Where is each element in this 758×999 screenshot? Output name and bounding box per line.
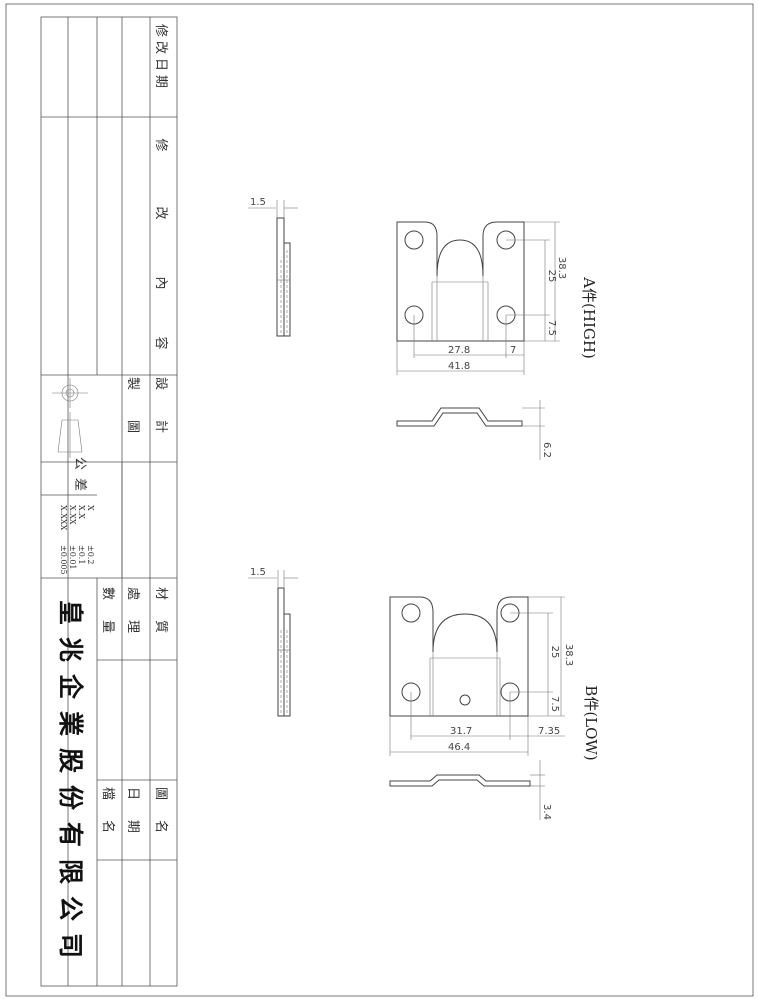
dim-thickness: 1.5 [250, 567, 266, 578]
hole-icon [401, 603, 421, 623]
part-b-side-view [277, 587, 291, 717]
tolerance-precision: X.X [77, 505, 86, 519]
dim-edge-offset: 7 [510, 345, 516, 356]
revision-content-char-3: 內 [153, 276, 168, 289]
part-a-side-height-dim: 6.2 [522, 400, 552, 460]
dim-hole-offset: 7.5 [549, 696, 560, 712]
dim-edge-offset: 7.35 [538, 726, 560, 737]
treatment-label: 處理 [125, 587, 140, 653]
date-label: 日期 [125, 787, 140, 853]
part-b-views: 1.5 38.3 25 7.5 [248, 567, 600, 820]
hole-icon [459, 694, 471, 706]
revision-content-char-1: 修 [153, 138, 168, 151]
design-label: 設計 [153, 377, 169, 463]
sheet-border [5, 3, 754, 997]
tolerance-label: 公差 [72, 457, 87, 499]
part-b-vertical-dims: 38.3 25 7.5 [510, 596, 574, 717]
company-name: 皇兆企業股份有限公司 [56, 600, 85, 970]
dim-thickness: 1.5 [250, 197, 266, 208]
part-a-profile-view [396, 407, 523, 427]
dim-side-height: 6.2 [541, 442, 552, 458]
part-a-views: 1.5 38.3 25 7.5 [248, 197, 598, 460]
revision-content-char-2: 改 [153, 206, 168, 219]
dim-height-total: 38.3 [556, 257, 567, 279]
part-a-vertical-dims: 38.3 25 7.5 [506, 221, 567, 342]
part-a-front-view [396, 221, 525, 342]
part-b-title: B件(LOW) [582, 685, 600, 760]
revision-date-label: 修改日期 [153, 24, 168, 92]
dim-side-height: 3.4 [541, 804, 552, 820]
hole-icon [404, 230, 424, 250]
dim-hole-spacing: 25 [546, 270, 557, 283]
dim-inner-width: 27.8 [448, 345, 470, 356]
dim-hole-spacing: 25 [549, 646, 560, 659]
tolerance-table: X X.X X.XX X.XXX ±0.2 ±0.1 ±0.01 ±0.005 [59, 505, 95, 575]
tolerance-value: ±0.01 [68, 545, 77, 570]
revision-content-char-4: 容 [153, 336, 169, 349]
part-b-front-view [389, 596, 529, 717]
part-b-thickness-dim: 1.5 [248, 567, 298, 588]
drafting-label: 製圖 [125, 377, 140, 463]
tolerance-value: ±0.005 [59, 545, 68, 575]
part-b-horizontal-dims: 31.7 7.35 46.4 [389, 692, 565, 756]
material-label: 材質 [153, 587, 168, 653]
tolerance-precision: X.XX [68, 505, 77, 525]
dim-inner-width: 31.7 [450, 726, 472, 737]
quantity-label: 數量 [100, 587, 115, 653]
tolerance-value: ±0.2 [86, 545, 95, 564]
tolerance-precision: X.XXX [59, 505, 68, 531]
projection-symbol-icon [52, 378, 88, 458]
file-name-label: 檔名 [100, 787, 116, 853]
part-b-profile-view [389, 774, 531, 787]
part-a-title: A件(HIGH) [580, 276, 598, 359]
dim-overall-width: 46.4 [448, 742, 470, 753]
part-a-horizontal-dims: 27.8 7 41.8 [396, 315, 525, 375]
part-b-side-height-dim: 3.4 [530, 760, 552, 820]
dim-hole-offset: 7.5 [546, 320, 557, 336]
part-a-thickness-dim: 1.5 [248, 197, 298, 218]
tolerance-value: ±0.1 [77, 545, 86, 564]
tolerance-precision: X [86, 505, 95, 511]
drawing-name-label: 圖名 [153, 787, 169, 853]
dim-height-total: 38.3 [563, 644, 574, 666]
part-a-side-view [276, 217, 291, 337]
dim-overall-width: 41.8 [448, 361, 470, 372]
title-block: 修改日期 修 改 內 容 設計 製圖 公差 X X.X X.XX X.XXX ±… [40, 16, 178, 987]
